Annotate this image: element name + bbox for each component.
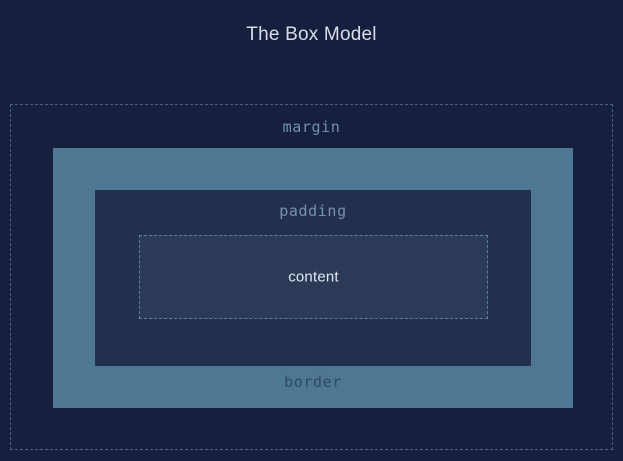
margin-box: margin border padding content [10, 104, 613, 450]
padding-label: padding [279, 202, 347, 220]
content-label: content [288, 268, 339, 286]
border-box: border padding content [53, 148, 573, 408]
border-label: border [284, 373, 342, 391]
padding-box: padding content [95, 190, 531, 366]
page-title: The Box Model [246, 24, 377, 45]
margin-label: margin [282, 118, 341, 136]
content-box: content [139, 235, 488, 319]
